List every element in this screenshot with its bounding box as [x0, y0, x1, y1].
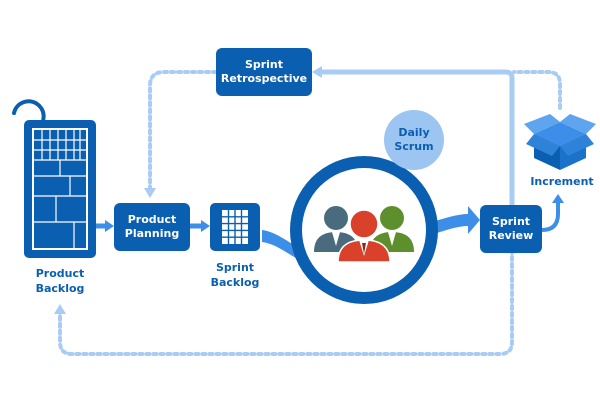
arrow-ring-review	[432, 206, 480, 234]
arrow-review-increment	[541, 202, 560, 232]
box-icon	[524, 114, 596, 170]
team-people-icon	[314, 206, 414, 263]
loop-arrowhead-retro	[312, 66, 322, 78]
sprint-review-box	[480, 205, 542, 253]
person-center-icon	[337, 209, 391, 263]
daily-scrum-bubble	[384, 110, 444, 170]
loop-line-bottom	[58, 248, 514, 356]
loop-line-top-right	[319, 69, 515, 208]
backlog-grid-icon	[34, 130, 86, 248]
product-backlog-block	[24, 120, 96, 258]
arrowhead-backlog-planning	[105, 220, 114, 232]
sprint-retrospective-box	[216, 48, 312, 96]
arrowhead-planning-sprint	[201, 220, 210, 232]
sprint-backlog-block	[210, 203, 260, 251]
loop-line-increment-top	[512, 70, 562, 110]
loop-line-retro-planning	[148, 70, 218, 192]
arrowhead-review-increment	[552, 194, 564, 203]
product-planning-box	[114, 203, 190, 251]
loop-arrowhead-planning	[144, 188, 156, 198]
loop-arrowhead-backlog	[54, 304, 66, 314]
sprint-backlog-grid-icon	[222, 210, 248, 244]
arrow-sprint-ring	[262, 230, 296, 258]
